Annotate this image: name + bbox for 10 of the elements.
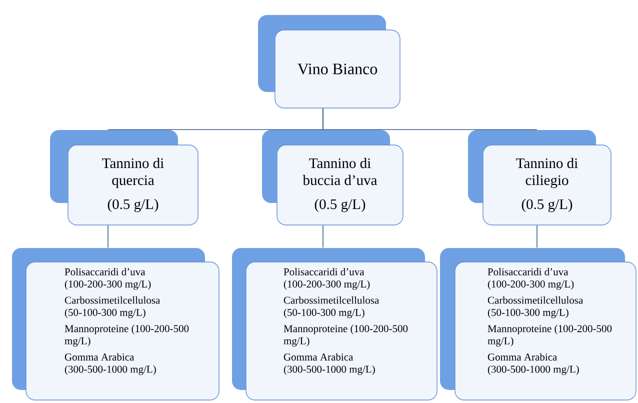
branch-box: Tannino di ciliegio (0.5 g/L) bbox=[468, 130, 612, 226]
connector-line bbox=[322, 108, 538, 130]
connector-line bbox=[536, 224, 538, 248]
branch-box: Tannino di quercia (0.5 g/L) bbox=[50, 130, 198, 226]
leaf-box: Polisaccaridi d’uva (100-200-300 mg/L) Carbossimetilcellulosa (50-100-300 mg/L) Mannoproteine (100-200-500 mg/L) Gomma Arabica (300-500-1000 mg/L) bbox=[440, 248, 636, 400]
leaf-box: Polisaccaridi d’uva (100-200-300 mg/L) Carbossimetilcellulosa (50-100-300 mg/L) Mannoproteine (100-200-500 mg/L) Gomma Arabica (300-500-1000 mg/L) bbox=[12, 248, 220, 400]
connector-line bbox=[322, 224, 324, 248]
leaf-box: Polisaccaridi d’uva (100-200-300 mg/L) Carbossimetilcellulosa (50-100-300 mg/L) Mannoproteine (100-200-500 mg/L) Gomma Arabica (300-500-1000 mg/L) bbox=[232, 248, 438, 400]
root-box: Vino Bianco bbox=[258, 15, 400, 108]
branch-box: Tannino di buccia d’uva (0.5 g/L) bbox=[262, 130, 404, 226]
